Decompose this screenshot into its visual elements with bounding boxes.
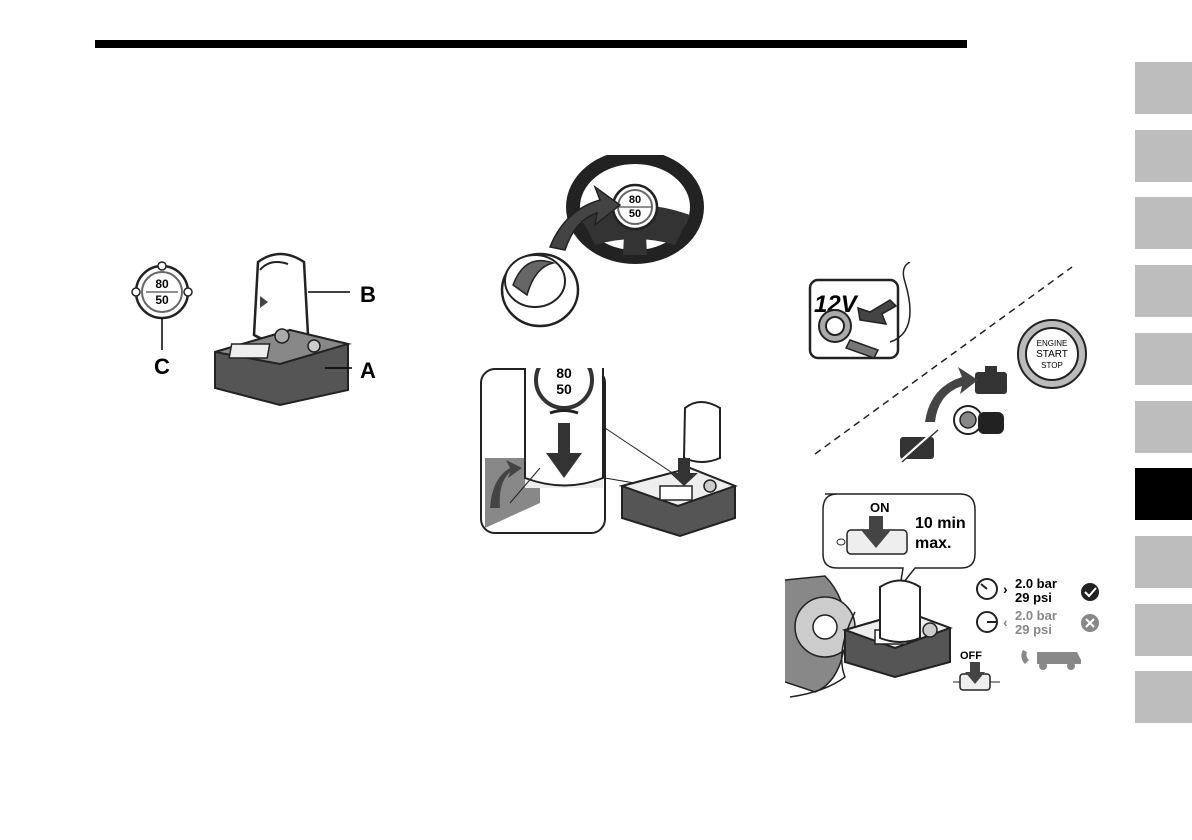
switch-on-label: ON xyxy=(870,500,890,515)
wheel-sticker-bottom: 50 xyxy=(629,208,641,220)
section-tab-2[interactable] xyxy=(1135,130,1192,182)
svg-text:‹: ‹ xyxy=(1003,614,1008,630)
start-stop-button: ENGINE START STOP xyxy=(1018,320,1086,388)
section-tab-3[interactable] xyxy=(1135,197,1192,249)
section-tab-1[interactable] xyxy=(1135,62,1192,114)
start-stop-line3: STOP xyxy=(1041,361,1063,370)
pressure-low-bar: 2.0 bar xyxy=(1015,608,1057,623)
inflation-illustration: ON 10 min max. › 2.0 bar 29 psi ‹ 2.0 ba… xyxy=(785,492,1120,707)
compressor-inflating xyxy=(845,581,950,678)
sticker-top-value: 80 xyxy=(155,277,169,291)
bottle-small xyxy=(684,402,720,462)
detail-sticker-top: 80 xyxy=(556,368,572,381)
start-stop-line1: ENGINE xyxy=(1037,339,1068,348)
max-time-line1: 10 min xyxy=(915,515,966,532)
header-rule xyxy=(95,40,967,48)
x-circle-icon xyxy=(1081,614,1099,632)
bottle-insertion-illustration: 80 50 xyxy=(480,368,740,538)
power-switch-off xyxy=(953,662,1000,690)
kit-parts-illustration: 80 50 xyxy=(120,240,400,420)
label-c: C xyxy=(154,354,170,380)
section-tab-6[interactable] xyxy=(1135,401,1192,453)
max-time-line2: max. xyxy=(915,535,951,552)
pressure-low-psi: 29 psi xyxy=(1015,622,1052,637)
section-tab-5[interactable] xyxy=(1135,333,1192,385)
engine-off-icon xyxy=(900,430,938,462)
ignition-key-icon xyxy=(954,406,1004,434)
compressor-unit xyxy=(215,329,348,405)
sticker-bottom-value: 50 xyxy=(155,293,169,307)
detail-sticker-bottom: 50 xyxy=(556,381,572,397)
pressure-ok-psi: 29 psi xyxy=(1015,590,1052,605)
steering-wheel-illustration: 80 50 xyxy=(495,155,705,335)
svg-text:›: › xyxy=(1003,581,1008,597)
label-a: A xyxy=(360,358,376,384)
section-tab-10[interactable] xyxy=(1135,671,1192,723)
power-connection-illustration: 12V ENGINE START STOP xyxy=(800,262,1090,467)
engine-on-icon xyxy=(975,366,1007,394)
section-tab-7[interactable] xyxy=(1135,468,1192,520)
switch-off-label: OFF xyxy=(960,650,982,662)
speed-sticker: 80 50 xyxy=(132,262,192,318)
section-tab-8[interactable] xyxy=(1135,536,1192,588)
wheel-sticker-top: 80 xyxy=(629,194,641,206)
start-stop-line2: START xyxy=(1036,349,1068,360)
label-b: B xyxy=(360,282,376,308)
check-circle-icon xyxy=(1081,583,1099,601)
tow-truck-call-icon xyxy=(1021,650,1081,670)
sticker-peel xyxy=(502,254,578,326)
section-tab-4[interactable] xyxy=(1135,265,1192,317)
pressure-ok-bar: 2.0 bar xyxy=(1015,576,1057,591)
section-tab-9[interactable] xyxy=(1135,604,1192,656)
